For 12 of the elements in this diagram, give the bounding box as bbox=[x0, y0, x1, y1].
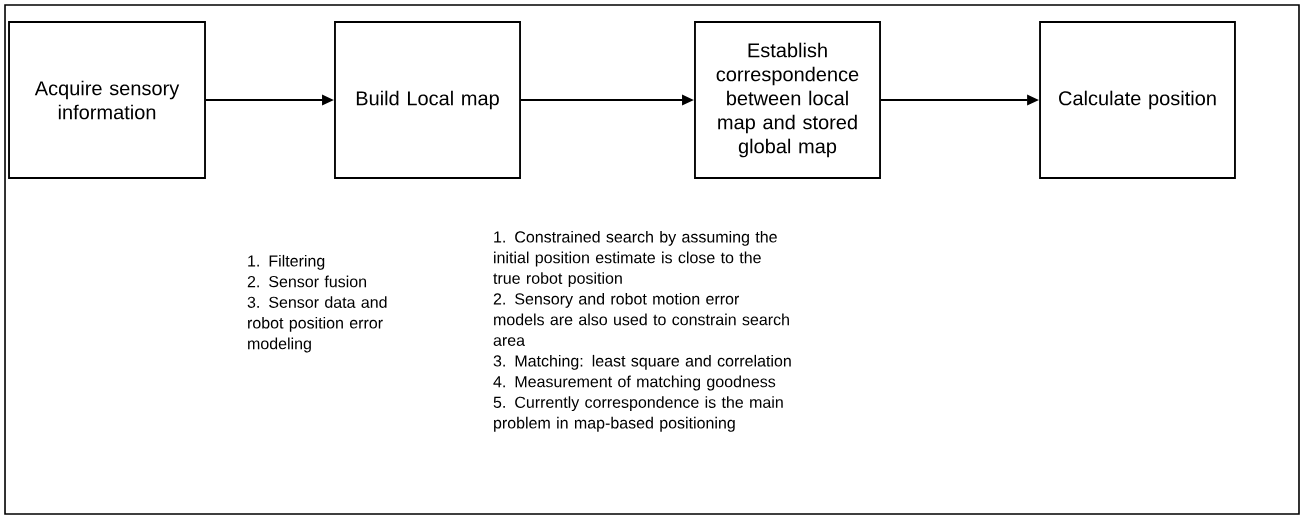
list-item: 4. Measurement of matching goodness bbox=[493, 375, 776, 391]
process-box: Calculate position bbox=[1039, 21, 1236, 179]
process-box: Establish correspondence between local map and stored global map bbox=[694, 21, 881, 179]
list-item: 1. Constrained search by assuming the initial position estimate is close to the true robot position bbox=[493, 230, 777, 288]
list-item: 5. Currently correspondence is the main problem in map-based positioning bbox=[493, 396, 783, 432]
list-item: 3. Sensor data and robot position error modeling bbox=[247, 296, 387, 353]
list-item: 1. Filtering bbox=[248, 254, 325, 270]
list-item: 2. Sensor fusion bbox=[247, 275, 366, 288]
process-box: Acquire sensory information bbox=[8, 21, 206, 179]
list-item: 2. Sensory and robot motion error models are also used to constrain search area bbox=[493, 292, 789, 346]
list-item: 3. Matching: least square and correlation bbox=[493, 354, 791, 370]
process-box: Build Local map bbox=[334, 21, 521, 179]
